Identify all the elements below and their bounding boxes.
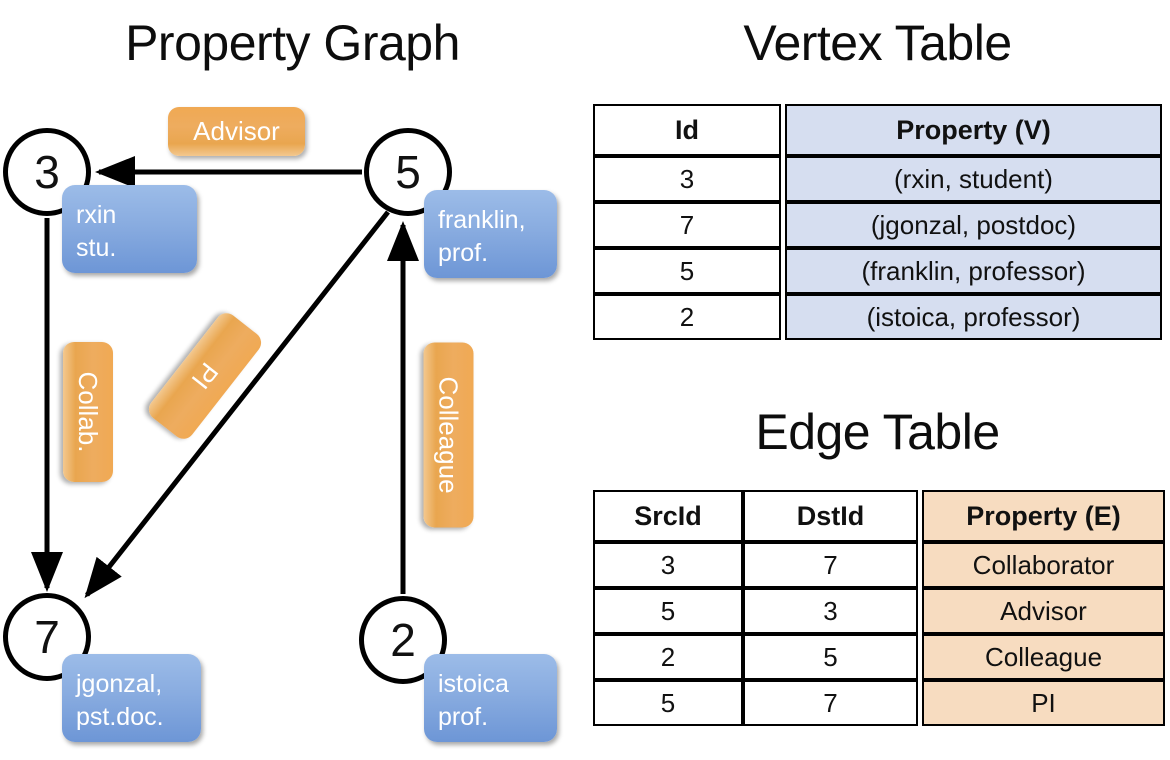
- vertex-table-column-gap: [781, 202, 785, 248]
- edge-label-advisor: Advisor: [168, 107, 305, 156]
- table-row[interactable]: 5 3 Advisor: [593, 588, 1165, 634]
- edge-table-header-dstid: DstId: [743, 490, 918, 542]
- vertex-property-box-2: istoica prof.: [424, 654, 557, 742]
- edge-cell-property: Collaborator: [922, 542, 1165, 588]
- edge-cell-property: Colleague: [922, 634, 1165, 680]
- edge-cell-dstid: 7: [743, 680, 918, 726]
- vertex-table-header-id: Id: [593, 104, 781, 156]
- graph-node-3[interactable]: 3: [3, 128, 91, 216]
- edge-label-pi: PI: [144, 308, 266, 444]
- table-row[interactable]: 5 7 PI: [593, 680, 1165, 726]
- edge-cell-dstid: 3: [743, 588, 918, 634]
- edge-cell-srcid: 2: [593, 634, 743, 680]
- graph-node-5[interactable]: 5: [364, 128, 452, 216]
- edge-label-collab: Collab.: [63, 342, 113, 482]
- edge-table-header-row: SrcId DstId Property (E): [593, 490, 1165, 542]
- edge-cell-dstid: 7: [743, 542, 918, 588]
- edge-table-column-gap: [918, 542, 922, 588]
- vertex-table: Id Property (V) 3 (rxin, student) 7 (jgo…: [593, 104, 1162, 340]
- table-row[interactable]: 3 7 Collaborator: [593, 542, 1165, 588]
- edge-table-header-srcid: SrcId: [593, 490, 743, 542]
- edge-table-header-property: Property (E): [922, 490, 1165, 542]
- vertex-table-header-row: Id Property (V): [593, 104, 1162, 156]
- edge-table-column-gap: [918, 634, 922, 680]
- vertex-cell-id: 3: [593, 156, 781, 202]
- edge-cell-property: PI: [922, 680, 1165, 726]
- vertex-cell-id: 5: [593, 248, 781, 294]
- vertex-table-column-gap: [781, 104, 785, 156]
- page-title-vertex-table: Vertex Table: [743, 15, 1012, 71]
- vertex-property-box-5: franklin, prof.: [424, 190, 557, 278]
- table-row[interactable]: 5 (franklin, professor): [593, 248, 1162, 294]
- edge-cell-property: Advisor: [922, 588, 1165, 634]
- edge-table-column-gap: [918, 588, 922, 634]
- edge-cell-srcid: 3: [593, 542, 743, 588]
- vertex-property-box-3: rxin stu.: [62, 185, 197, 273]
- vertex-table-column-gap: [781, 156, 785, 202]
- edge-cell-srcid: 5: [593, 680, 743, 726]
- table-row[interactable]: 2 (istoica, professor): [593, 294, 1162, 340]
- vertex-cell-id: 2: [593, 294, 781, 340]
- page-title-edge-table: Edge Table: [755, 404, 1000, 460]
- edge-table: SrcId DstId Property (E) 3 7 Collaborato…: [593, 490, 1165, 726]
- page-title-property-graph: Property Graph: [125, 15, 460, 71]
- table-row[interactable]: 7 (jgonzal, postdoc): [593, 202, 1162, 248]
- edge-cell-dstid: 5: [743, 634, 918, 680]
- vertex-cell-id: 7: [593, 202, 781, 248]
- edge-label-colleague: Colleague: [423, 342, 474, 528]
- vertex-cell-property: (jgonzal, postdoc): [785, 202, 1162, 248]
- edge-cell-srcid: 5: [593, 588, 743, 634]
- vertex-cell-property: (rxin, student): [785, 156, 1162, 202]
- vertex-cell-property: (istoica, professor): [785, 294, 1162, 340]
- edge-table-column-gap: [918, 490, 922, 542]
- vertex-property-box-7: jgonzal, pst.doc.: [62, 654, 201, 742]
- table-row[interactable]: 2 5 Colleague: [593, 634, 1165, 680]
- vertex-cell-property: (franklin, professor): [785, 248, 1162, 294]
- vertex-table-header-property: Property (V): [785, 104, 1162, 156]
- property-graph-panel: Property Graph 3 5 7 2 rxin stu. frankli…: [3, 15, 557, 742]
- vertex-table-column-gap: [781, 294, 785, 340]
- table-row[interactable]: 3 (rxin, student): [593, 156, 1162, 202]
- vertex-table-column-gap: [781, 248, 785, 294]
- edge-table-column-gap: [918, 680, 922, 726]
